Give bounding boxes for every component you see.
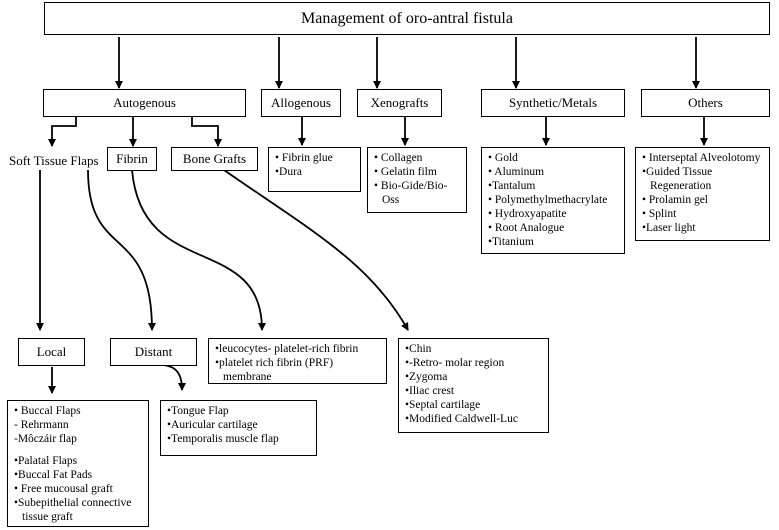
list-item: • Prolamin gel <box>642 194 708 206</box>
category-autogenous: Autogenous <box>43 89 246 117</box>
list-item: •Guided Tissue <box>642 166 713 178</box>
subtype-soft-tissue-flaps: Soft Tissue Flaps <box>9 153 99 168</box>
category-others-label: Others <box>688 95 723 110</box>
list-item: •Subepithelial connective <box>14 497 132 509</box>
category-xenografts-label: Xenografts <box>370 95 429 110</box>
soft-tissue-distant: Distant <box>110 338 197 366</box>
bone-grafts-list: •Chin •-Retro- molar region •Zygoma •Ili… <box>398 338 549 433</box>
soft-tissue-local: Local <box>18 338 85 366</box>
list-item: • Bio-Gide/Bio- <box>374 180 448 192</box>
fibrin-list: •leucocytes- platelet-rich fibrin •plate… <box>208 338 387 384</box>
list-item: •Tongue Flap <box>167 405 229 417</box>
subtype-fibrin-label: Fibrin <box>116 151 148 166</box>
list-item: •Modified Caldwell-Luc <box>405 413 518 425</box>
list-item: • Collagen <box>374 152 423 164</box>
allogenous-list: • Fibrin glue •Dura <box>268 147 361 192</box>
list-item: • Root Analogue <box>488 222 565 234</box>
list-item: -Môczáir flap <box>14 433 77 445</box>
category-synthetic-label: Synthetic/Metals <box>508 95 598 110</box>
title-box: Management of oro-antral fistula <box>44 2 770 35</box>
others-list: • Interseptal Alveolotomy •Guided Tissue… <box>635 147 770 241</box>
synthetic-list: • Gold • Aluminum •Tantalum • Polymethyl… <box>481 147 625 254</box>
list-item: - Rehrmann <box>14 419 69 431</box>
list-item: •leucocytes- platelet-rich fibrin <box>215 343 359 355</box>
list-item: •Laser light <box>642 222 696 234</box>
category-allogenous: Allogenous <box>261 89 341 117</box>
list-item: •Dura <box>275 166 303 178</box>
list-item: • Splint <box>642 208 677 220</box>
arrow-autogenous-soft-tissue <box>48 117 77 147</box>
list-item: •Temporalis muscle flap <box>167 433 279 445</box>
list-item: •Auricular cartilage <box>167 419 258 431</box>
list-item: •Chin <box>405 343 432 355</box>
list-item: • Hydroxyapatite <box>488 208 567 220</box>
arrow-soft-tissue-distant <box>87 169 156 331</box>
soft-tissue-distant-label: Distant <box>134 344 173 359</box>
category-synthetic: Synthetic/Metals <box>481 89 625 117</box>
list-item: •platelet rich fibrin (PRF) <box>215 357 334 369</box>
category-allogenous-label: Allogenous <box>271 95 331 110</box>
list-item: • Polymethylmethacrylate <box>488 194 608 206</box>
list-item: Oss <box>382 194 400 206</box>
category-others: Others <box>641 89 770 117</box>
list-item: •Septal cartilage <box>405 399 481 411</box>
list-item: •Buccal Fat Pads <box>14 469 93 481</box>
list-item: •Iliac crest <box>405 385 455 397</box>
list-item: •Palatal Flaps <box>14 455 78 467</box>
list-item: Regeneration <box>650 180 712 192</box>
subtype-fibrin: Fibrin <box>107 147 157 171</box>
arrow-distant-list <box>159 364 186 391</box>
distant-list: •Tongue Flap •Auricular cartilage •Tempo… <box>160 400 317 456</box>
list-item: • Gelatin film <box>374 166 437 178</box>
list-item: • Fibrin glue <box>275 152 333 164</box>
xenografts-list: • Collagen • Gelatin film • Bio-Gide/Bio… <box>367 147 467 213</box>
list-item: • Aluminum <box>488 166 545 178</box>
list-item: •Titanium <box>488 236 534 248</box>
list-item: tissue graft <box>22 511 73 523</box>
arrow-fibrin-list <box>131 169 266 331</box>
arrow-autogenous-bone <box>191 117 222 147</box>
list-item: •-Retro- molar region <box>405 357 505 369</box>
list-item: •Zygoma <box>405 371 448 383</box>
list-item: • Gold <box>488 152 518 164</box>
subtype-bone-grafts: Bone Grafts <box>171 147 258 171</box>
arrow-bone-list <box>223 169 409 331</box>
category-autogenous-label: Autogenous <box>113 95 176 110</box>
category-xenografts: Xenografts <box>357 89 442 117</box>
soft-tissue-local-label: Local <box>36 344 67 359</box>
list-item: • Buccal Flaps <box>14 405 81 417</box>
local-list: • Buccal Flaps - Rehrmann -Môczáir flap … <box>7 400 149 527</box>
list-item: • Free mucousal graft <box>14 483 113 495</box>
title-text: Management of oro-antral fistula <box>301 9 513 27</box>
list-item: • Interseptal Alveolotomy <box>642 152 761 164</box>
list-item: •Tantalum <box>488 180 536 192</box>
subtype-bone-grafts-label: Bone Grafts <box>182 151 247 166</box>
list-item: membrane <box>223 371 272 383</box>
list-spacer <box>14 446 142 454</box>
